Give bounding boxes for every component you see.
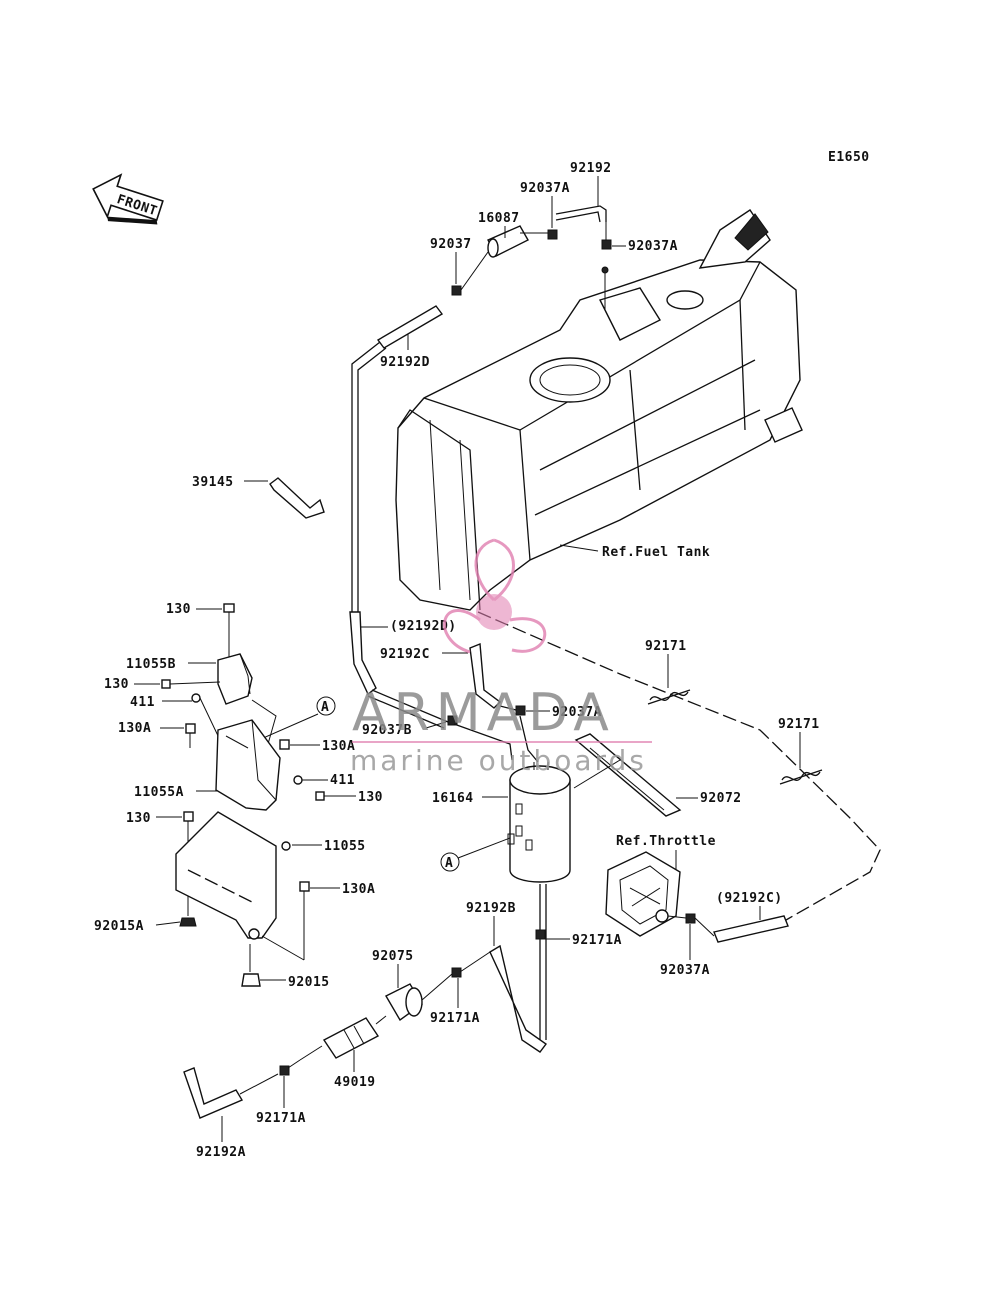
clamp-92037a-top-icon [547, 229, 558, 240]
watermark-tagline: marine outboards [350, 744, 647, 777]
clamp-92171a-a-icon [535, 929, 546, 940]
valve-16087-icon [487, 225, 548, 258]
diagram-code: E1650 [828, 150, 870, 165]
label-411-left: 411 [130, 695, 155, 710]
label-130a-lower: 130A [342, 882, 375, 897]
label-92192b: 92192B [466, 901, 516, 916]
bolt-130a-mid-icon [279, 739, 290, 750]
label-16164: 16164 [432, 791, 474, 806]
bolt-130-top-icon [223, 603, 235, 660]
label-92171-a: 92171 [645, 639, 687, 654]
label-130a-left: 130A [118, 721, 151, 736]
bolt-130a-left-icon [185, 723, 196, 734]
clamp-92171a-c-icon [279, 1065, 290, 1076]
bolt-130-lower-icon [183, 811, 194, 822]
front-arrow-icon: FRONT [92, 173, 164, 225]
throttle-body [605, 851, 681, 937]
label-11055a: 11055A [134, 785, 184, 800]
label-92075: 92075 [372, 949, 414, 964]
clamp-92037a-mid-icon [515, 705, 526, 716]
clamp-92037a-right-icon [601, 239, 612, 250]
label-11055: 11055 [324, 839, 366, 854]
label-92015: 92015 [288, 975, 330, 990]
label-92037a-throttle: 92037A [660, 963, 710, 978]
label-92171a-a: 92171A [572, 933, 622, 948]
callout-a-lower [440, 852, 460, 872]
bolt-130-left-icon [161, 679, 171, 689]
plate-11055 [175, 811, 277, 939]
label-92192c-paren: (92192C) [716, 891, 783, 906]
label-92171-b: 92171 [778, 717, 820, 732]
hose-92192c-throttle [713, 915, 789, 943]
damper-92075-icon [385, 973, 453, 1022]
fuel-tank [395, 209, 803, 611]
label-16087: 16087 [478, 211, 520, 226]
label-92037a-mid: 92037A [552, 705, 602, 720]
label-130-lower: 130 [126, 811, 151, 826]
hose-92192b [489, 944, 547, 1053]
label-92037: 92037 [430, 237, 472, 252]
label-92037b: 92037B [362, 723, 412, 738]
label-92171a-c: 92171A [256, 1111, 306, 1126]
canister-16164 [507, 762, 571, 883]
label-92072: 92072 [700, 791, 742, 806]
hose-92192d-lower [349, 611, 377, 696]
label-130a-mid: 130A [322, 739, 355, 754]
callout-a-lower-label: A [445, 856, 453, 871]
armada-logo [443, 538, 547, 654]
label-92037a-right: 92037A [628, 239, 678, 254]
bolt-130-right-icon [315, 791, 325, 801]
clip-92171-a-icon [647, 689, 691, 705]
hose-92192c [469, 642, 502, 709]
washer-411-left-icon [191, 693, 201, 703]
hose-92192d [376, 305, 444, 349]
label-92015a: 92015A [94, 919, 144, 934]
bolt-130a-lower-icon [299, 881, 310, 892]
nut-92015a-icon [179, 917, 197, 927]
hose-92192 [555, 205, 607, 222]
nut-92015-icon [241, 973, 261, 987]
label-411-right: 411 [330, 773, 355, 788]
label-92192c: 92192C [380, 647, 430, 662]
clamp-92037a-throttle-icon [685, 913, 696, 924]
label-49019: 49019 [334, 1075, 376, 1090]
fuel-filter-49019-icon [299, 1015, 387, 1061]
label-130-top: 130 [166, 602, 191, 617]
label-11055b: 11055B [126, 657, 176, 672]
label-130-right: 130 [358, 790, 383, 805]
bracket-92072 [574, 733, 682, 817]
bracket-11055b [217, 653, 253, 705]
label-92171a-b: 92171A [430, 1011, 480, 1026]
hose-92192a [183, 1067, 244, 1119]
clip-39145-icon [269, 477, 325, 519]
clamp-92171a-b-icon [451, 967, 462, 978]
label-92192d-paren: (92192D) [390, 619, 457, 634]
label-130-left: 130 [104, 677, 129, 692]
label-92192a: 92192A [196, 1145, 246, 1160]
clip-92171-b-icon [779, 769, 823, 785]
callout-a-upper [316, 696, 336, 716]
washer-411-right-icon [293, 775, 303, 785]
ref-fuel-tank-label: Ref.Fuel Tank [602, 545, 710, 560]
clamp-92037b-icon [447, 715, 458, 726]
callout-a-upper-label: A [321, 700, 329, 715]
label-39145: 39145 [192, 475, 234, 490]
label-92192: 92192 [570, 161, 612, 176]
watermark-brand: ARMADA [352, 683, 615, 743]
bracket-11055a [215, 719, 281, 811]
label-92192d: 92192D [380, 355, 430, 370]
clamp-92037-icon [451, 285, 462, 296]
label-92037a-top: 92037A [520, 181, 570, 196]
ref-throttle-label: Ref.Throttle [616, 834, 716, 849]
